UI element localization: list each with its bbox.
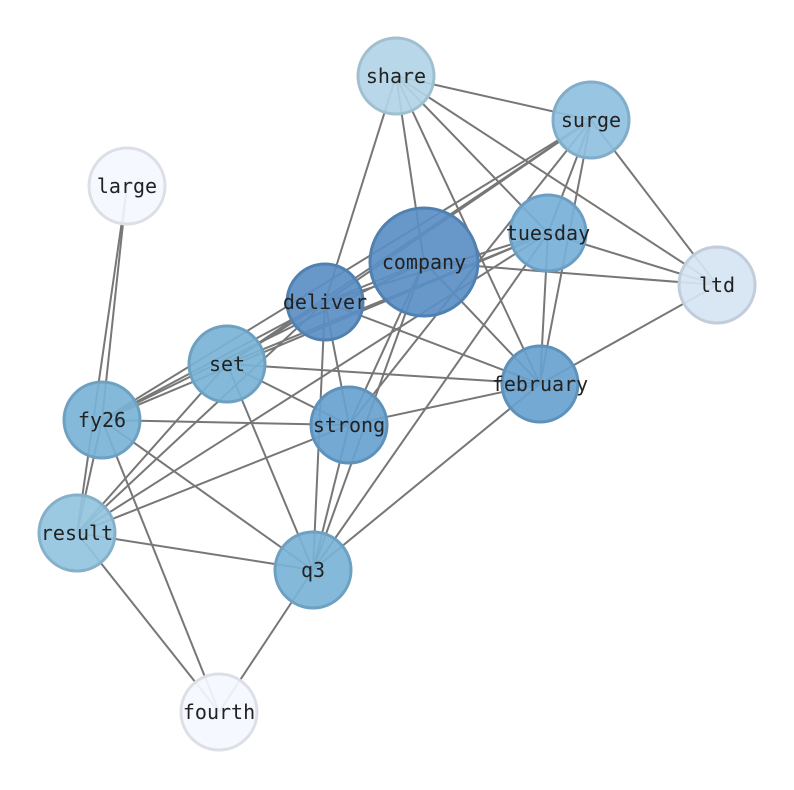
node-tuesday[interactable]: tuesday bbox=[506, 193, 590, 273]
node-fourth[interactable]: fourth bbox=[179, 672, 259, 752]
edge-february-q3 bbox=[312, 383, 541, 571]
node-circle[interactable] bbox=[62, 380, 142, 460]
edge-deliver-result bbox=[76, 301, 326, 534]
node-circle[interactable] bbox=[551, 80, 631, 160]
node-circle[interactable] bbox=[356, 36, 436, 116]
node-label: surge bbox=[561, 108, 621, 132]
edge-tuesday-q3 bbox=[312, 232, 549, 571]
node-circle[interactable] bbox=[87, 146, 167, 226]
node-large[interactable]: large bbox=[87, 146, 167, 226]
node-strong[interactable]: strong bbox=[309, 385, 389, 465]
edge-share-ltd bbox=[395, 75, 718, 286]
node-label: fy26 bbox=[78, 408, 126, 432]
node-circle[interactable] bbox=[273, 530, 353, 610]
node-label: ltd bbox=[699, 273, 735, 297]
node-circle[interactable] bbox=[285, 262, 365, 342]
edge-result-q3 bbox=[76, 532, 314, 571]
node-label: set bbox=[209, 352, 245, 376]
node-label: february bbox=[492, 372, 588, 396]
edge-fy26-q3 bbox=[101, 419, 314, 571]
node-label: q3 bbox=[301, 558, 325, 582]
edge-large-result bbox=[76, 185, 128, 534]
node-label: result bbox=[41, 521, 113, 545]
node-q3[interactable]: q3 bbox=[273, 530, 353, 610]
node-circle[interactable] bbox=[677, 245, 757, 325]
node-ltd[interactable]: ltd bbox=[677, 245, 757, 325]
node-circle[interactable] bbox=[37, 493, 117, 573]
node-february[interactable]: february bbox=[492, 344, 588, 424]
node-set[interactable]: set bbox=[187, 324, 267, 404]
node-label: deliver bbox=[283, 290, 367, 314]
node-share[interactable]: share bbox=[356, 36, 436, 116]
node-label: company bbox=[382, 250, 466, 274]
nodes-layer: share surge large tuesday company ltd deliver s… bbox=[37, 36, 757, 752]
edge-set-february bbox=[226, 363, 541, 385]
node-surge[interactable]: surge bbox=[551, 80, 631, 160]
node-label: strong bbox=[313, 413, 385, 437]
node-circle[interactable] bbox=[187, 324, 267, 404]
node-fy26[interactable]: fy26 bbox=[62, 380, 142, 460]
edge-strong-result bbox=[76, 424, 350, 534]
node-circle[interactable] bbox=[309, 385, 389, 465]
node-circle[interactable] bbox=[508, 193, 588, 273]
edge-fy26-strong bbox=[101, 419, 350, 426]
node-circle[interactable] bbox=[179, 672, 259, 752]
node-label: share bbox=[366, 64, 426, 88]
edge-fy26-fourth bbox=[101, 419, 220, 713]
node-result[interactable]: result bbox=[37, 493, 117, 573]
node-circle[interactable] bbox=[500, 344, 580, 424]
node-deliver[interactable]: deliver bbox=[283, 262, 367, 342]
node-company[interactable]: company bbox=[368, 206, 480, 318]
edges-layer bbox=[76, 75, 718, 713]
node-label: large bbox=[97, 174, 157, 198]
node-circle[interactable] bbox=[368, 206, 480, 318]
node-label: fourth bbox=[183, 700, 255, 724]
node-label: tuesday bbox=[506, 221, 590, 245]
